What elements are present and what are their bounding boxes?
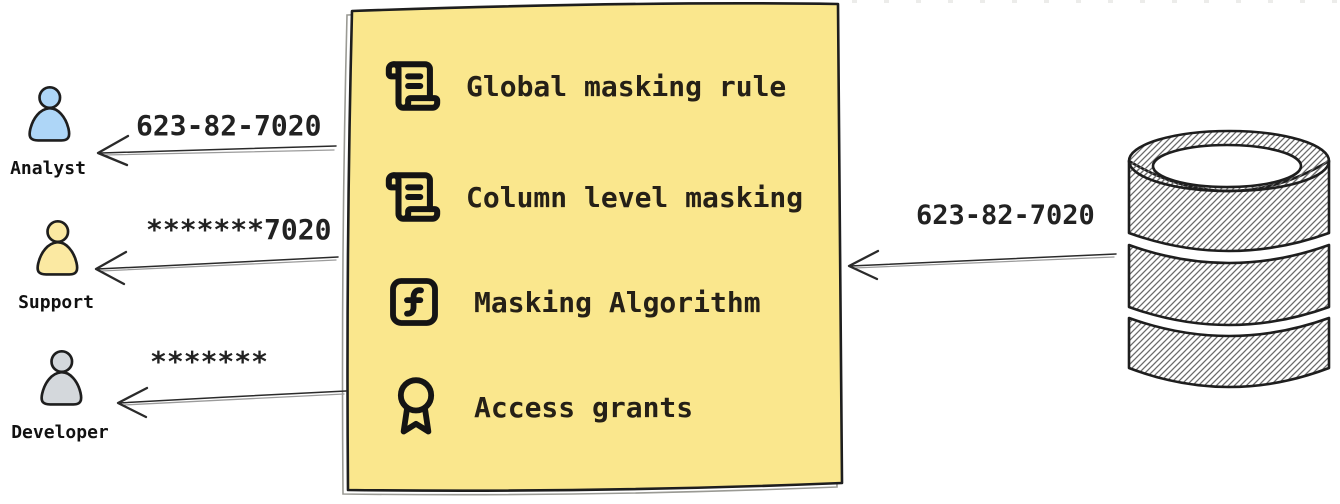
scroll-text-icon [385,172,441,222]
masking-box-item-masking-algorithm: Masking Algorithm [386,274,761,330]
masking-box [341,2,844,496]
masking-box-item-column-masking: Column level masking [384,167,803,227]
persona-support-label: Support [18,292,94,313]
award-icon [397,377,435,435]
persona-support: Support [8,220,104,313]
person-icon [40,350,83,406]
database-output-value: 623-82-7020 [916,200,1095,231]
arrow-box-to-developer [116,386,347,419]
masking-box-item-label: Access grants [474,390,694,424]
analyst-received-value: 623-82-7020 [136,109,322,142]
persona-analyst-label: Analyst [10,158,86,179]
persona-developer: Developer [8,350,112,443]
person-icon [28,86,71,142]
persona-developer-label: Developer [11,422,109,443]
masking-box-shape [346,2,844,492]
masking-box-item-label: Column level masking [466,180,804,214]
arrow-db-to-box [847,249,1117,281]
masking-box-item-label: Masking Algorithm [474,285,761,319]
developer-received-value: ******* [150,345,269,378]
person-icon [36,220,79,276]
arrow-box-to-analyst [96,134,337,167]
support-received-value: *******7020 [146,213,332,246]
database-icon [1127,129,1331,389]
function-square-icon [390,278,438,326]
masking-box-item-label: Global masking rule [466,69,787,103]
masking-box-item-global-rule: Global masking rule [384,56,786,116]
scroll-text-icon [385,61,441,111]
arrow-box-to-support [94,250,339,286]
masking-box-item-access-grants: Access grants [388,374,693,440]
persona-analyst: Analyst [0,86,96,179]
